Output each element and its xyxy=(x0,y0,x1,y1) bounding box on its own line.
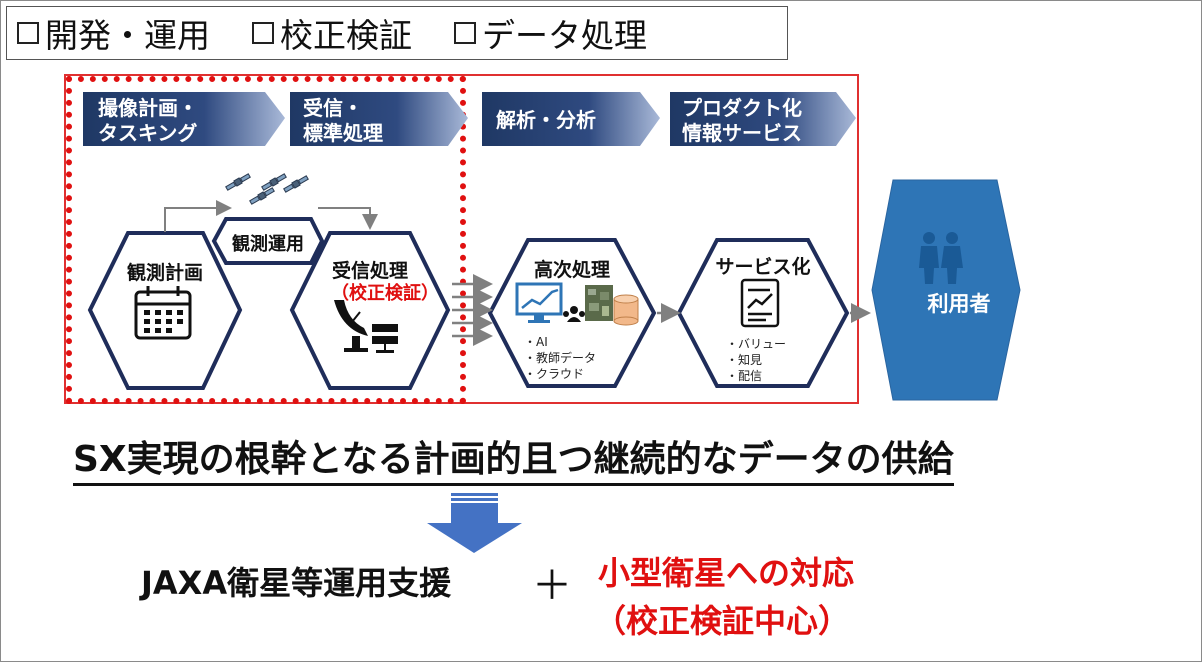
server-icon xyxy=(372,324,398,353)
satellite-icon xyxy=(225,173,309,205)
node-higher-processing: 高次処理 xyxy=(533,259,610,281)
legend-item-data-processing[interactable]: データ処理 xyxy=(454,9,647,57)
node-service: サービス化 xyxy=(715,256,811,278)
users-shape xyxy=(871,179,1021,401)
hex-reception xyxy=(289,231,451,390)
stage-chevron-4 xyxy=(670,92,856,146)
node-reception-sub: （校正検証） xyxy=(331,283,439,304)
headline: SX実現の根幹となる計画的且つ継続的なデータの供給 xyxy=(73,437,954,486)
stage-text-line: 情報サービス xyxy=(682,121,802,145)
calibration-scope-frame xyxy=(66,76,466,404)
jaxa-support-text: JAXA衛星等運用支援 xyxy=(141,564,452,602)
calibration-focus-text: （校正検証中心） xyxy=(594,602,851,640)
down-arrow-icon xyxy=(427,493,522,553)
connector-ops-to-reception xyxy=(318,207,378,230)
stage-text-line: 解析・分析 xyxy=(496,108,596,132)
checkbox-icon[interactable] xyxy=(454,22,476,44)
hex-observation-plan xyxy=(87,231,243,390)
data-flow-arrows xyxy=(452,274,493,346)
node-observation-plan: 観測計画 xyxy=(126,262,203,284)
list-item: ・AI xyxy=(524,335,548,349)
node-observation-ops: 観測運用 xyxy=(232,234,304,255)
node-reception: 受信処理 xyxy=(331,260,408,282)
legend-item-calibration[interactable]: 校正検証 xyxy=(252,9,412,57)
stage-text-line: プロダクト化 xyxy=(682,96,802,120)
plus-sign: ＋ xyxy=(532,563,572,609)
stage-label-reception: 受信・ 標準処理 xyxy=(293,93,383,147)
legend-label: 開発・運用 xyxy=(45,16,210,55)
hex-observation-ops xyxy=(211,217,325,265)
stage-chevron-3 xyxy=(482,92,660,146)
higher-processing-list: ・AI ・教師データ ・クラウド xyxy=(524,334,596,382)
stage-label-product: プロダクト化 情報サービス xyxy=(672,93,802,147)
report-icon xyxy=(740,278,780,328)
stage-text-line: 撮像計画・ xyxy=(98,96,198,120)
stage-chevron-1 xyxy=(83,92,285,146)
service-list: ・バリュー ・知見 ・配信 xyxy=(726,336,786,384)
list-item: ・配信 xyxy=(726,369,763,383)
stage-chevron-2 xyxy=(290,92,468,146)
users-label: 利用者 xyxy=(927,292,991,316)
antenna-icon xyxy=(334,300,368,352)
users-icon xyxy=(919,232,963,284)
analytics-monitor-icon xyxy=(515,282,563,323)
list-item: ・クラウド xyxy=(524,367,585,381)
stage-text-line: 標準処理 xyxy=(303,121,383,145)
circuit-board-icon xyxy=(585,285,613,321)
small-satellite-text: 小型衛星への対応 xyxy=(598,554,855,592)
checkbox-icon[interactable] xyxy=(252,22,274,44)
calendar-icon xyxy=(134,286,192,340)
legend-label: データ処理 xyxy=(482,16,647,55)
stage-text-line: 受信・ xyxy=(303,96,363,120)
connector-plan-to-ops xyxy=(164,200,232,232)
stage-text-line: タスキング xyxy=(98,121,198,145)
legend-label: 校正検証 xyxy=(280,16,412,55)
database-icon xyxy=(613,294,639,326)
stage-label-tasking: 撮像計画・ タスキング xyxy=(88,93,198,147)
legend: 開発・運用 校正検証 データ処理 xyxy=(6,6,788,60)
team-icon xyxy=(563,306,585,322)
calendar-grid xyxy=(144,310,183,333)
stage-label-analysis: 解析・分析 xyxy=(486,105,596,159)
list-item: ・知見 xyxy=(726,353,763,367)
checkbox-icon[interactable] xyxy=(17,22,39,44)
list-item: ・バリュー xyxy=(726,337,787,351)
list-item: ・教師データ xyxy=(524,351,597,365)
legend-item-dev-ops[interactable]: 開発・運用 xyxy=(17,9,210,57)
